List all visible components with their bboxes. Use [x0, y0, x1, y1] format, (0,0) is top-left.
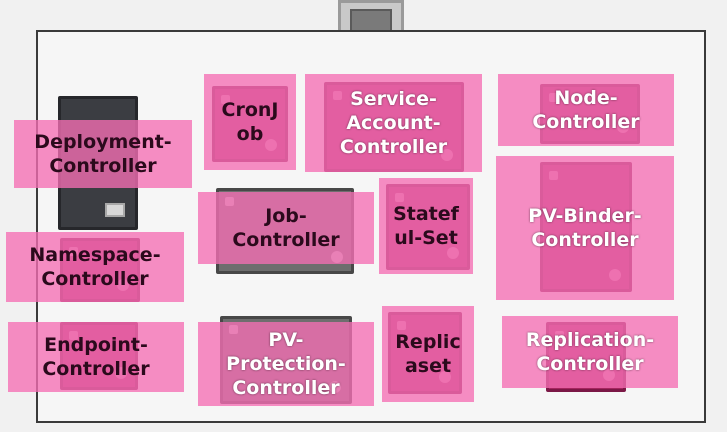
- node-slot: [105, 203, 125, 217]
- replicaset-label: Replic aset: [382, 306, 474, 402]
- replication-controller-label: Replication- Controller: [502, 316, 678, 388]
- job-controller-label: Job- Controller: [198, 192, 374, 264]
- namespace-controller-label: Namespace- Controller: [6, 232, 184, 302]
- cronjob-label: CronJ ob: [204, 74, 296, 170]
- pv-protection-controller-label: PV- Protection- Controller: [198, 322, 374, 406]
- stateful-set-label: Statef ul-Set: [379, 178, 473, 274]
- service-account-controller-label: Service- Account- Controller: [305, 74, 482, 172]
- deployment-controller-label: Deployment- Controller: [14, 120, 192, 188]
- node-controller-label: Node- Controller: [498, 74, 674, 146]
- pv-binder-controller-label: PV-Binder- Controller: [496, 156, 674, 300]
- endpoint-controller-label: Endpoint- Controller: [8, 322, 184, 392]
